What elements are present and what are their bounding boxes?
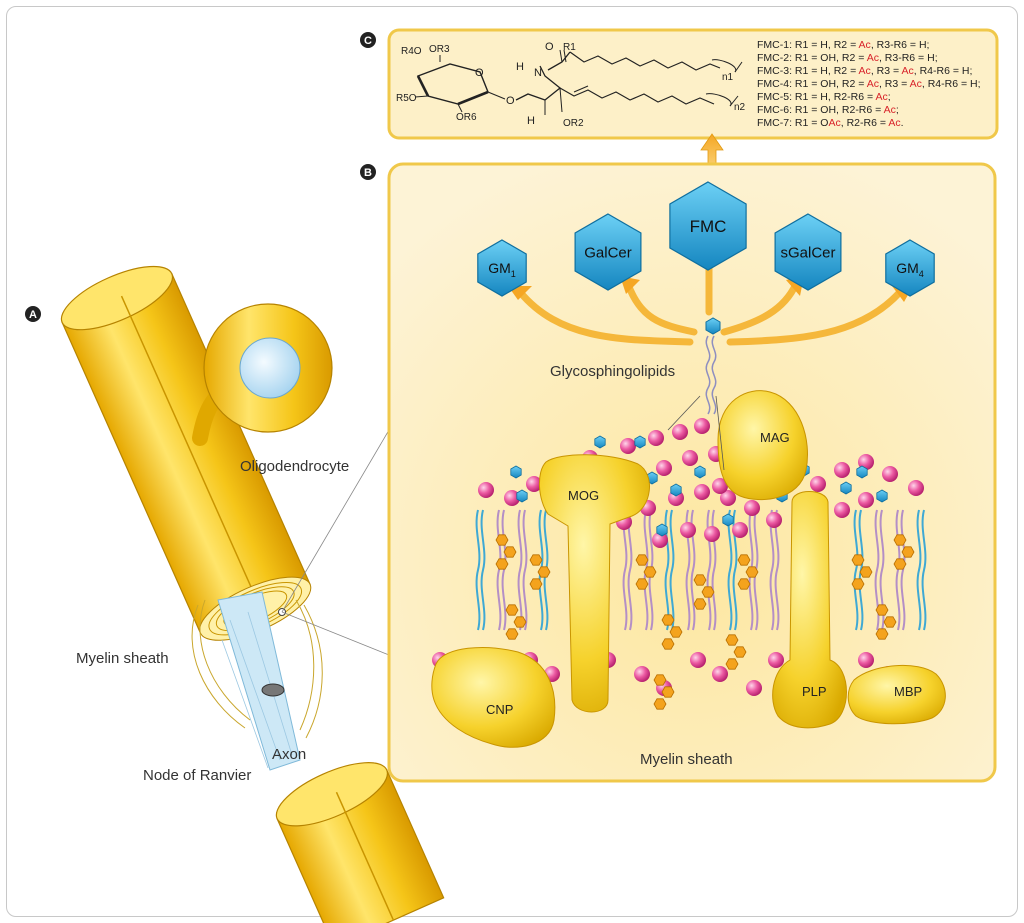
protein-mag: MAG [717,390,808,501]
svg-text:CNP: CNP [486,702,513,717]
protein-mbp: MBP [847,664,946,725]
fmc-variant-5: FMC-5: R1 = H, R2-R6 = Ac; [757,91,891,103]
fmc-variant-6: FMC-6: R1 = OH, R2-R6 = Ac; [757,104,899,116]
panel-badge-c: C [360,32,376,48]
label-myelin-sheath-panel-b: Myelin sheath [640,751,733,768]
hexagon-label-sgalcer: sGalCer [780,244,835,261]
fmc-variant-2: FMC-2: R1 = OH, R2 = Ac, R3-R6 = H; [757,52,938,64]
label-glycosphingolipids: Glycosphingolipids [550,363,675,380]
svg-text:N: N [534,67,542,79]
hexagon-label-galcer: GalCer [584,244,632,261]
protein-cnp: CNP [431,647,556,748]
panel-badge-b: B [360,164,376,180]
svg-text:MOG: MOG [568,488,599,503]
label-oligodendrocyte: Oligodendrocyte [240,458,349,475]
fmc-variant-4: FMC-4: R1 = OH, R2 = Ac, R3 = Ac, R4-R6 … [757,78,981,90]
panel-c-box [387,28,999,140]
membrane-illustration: MAG MOG PLP CNP MBP [431,390,946,748]
svg-text:OR2: OR2 [563,118,584,129]
label-axon: Axon [272,746,306,763]
fmc-variant-7: FMC-7: R1 = OAc, R2-R6 = Ac. [757,117,904,129]
protein-plp: PLP [772,491,847,729]
hexagon-galcer: GalCer [574,213,642,291]
panel-badge-a: A [25,306,41,322]
svg-text:R1: R1 [563,42,576,53]
svg-text:OR6: OR6 [456,112,477,123]
glycosphingolipid-molecule [667,317,725,471]
chemical-structure: O O R4O OR3 R5O OR6 H N O R1 H OR2 n1 n2 [396,41,746,129]
svg-text:R4O: R4O [401,46,422,57]
svg-text:A: A [29,309,37,321]
fmc-variant-3: FMC-3: R1 = H, R2 = Ac, R3 = Ac, R4-R6 =… [757,65,972,77]
svg-text:C: C [364,35,372,47]
svg-text:H: H [516,61,524,73]
svg-text:MBP: MBP [894,684,922,699]
curved-arrows [508,248,914,346]
svg-text:B: B [364,167,372,179]
svg-text:MAG: MAG [760,430,790,445]
hexagon-label-gm4: GM4 [896,260,924,279]
fmc-variant-1: FMC-1: R1 = H, R2 = Ac, R3-R6 = H; [757,39,929,51]
svg-text:n2: n2 [734,102,746,113]
svg-text:H: H [527,115,535,127]
label-myelin-sheath-left: Myelin sheath [76,650,169,667]
svg-text:PLP: PLP [802,684,827,699]
hexagon-gm1: GM1 [477,239,527,297]
hexagon-label-gm1: GM1 [488,260,516,279]
protein-mog: MOG [539,454,650,713]
svg-text:R5O: R5O [396,93,417,104]
label-node-of-ranvier: Node of Ranvier [143,767,251,784]
svg-text:n1: n1 [722,72,734,83]
fmc-variant-list: FMC-1: R1 = H, R2 = Ac, R3-R6 = H;FMC-2:… [757,39,981,129]
hexagon-sgalcer: sGalCer [774,213,842,291]
svg-text:O: O [545,41,554,53]
figure-border [6,6,1018,917]
hexagon-label-fmc: FMC [690,217,727,236]
panel-a-illustration [60,265,445,923]
svg-text:OR3: OR3 [429,44,450,55]
hexagon-gm4: GM4 [885,239,935,297]
svg-text:O: O [506,95,515,107]
hexagon-fmc: FMC [669,181,747,271]
svg-text:O: O [475,67,484,79]
panel-b-box [387,162,997,783]
